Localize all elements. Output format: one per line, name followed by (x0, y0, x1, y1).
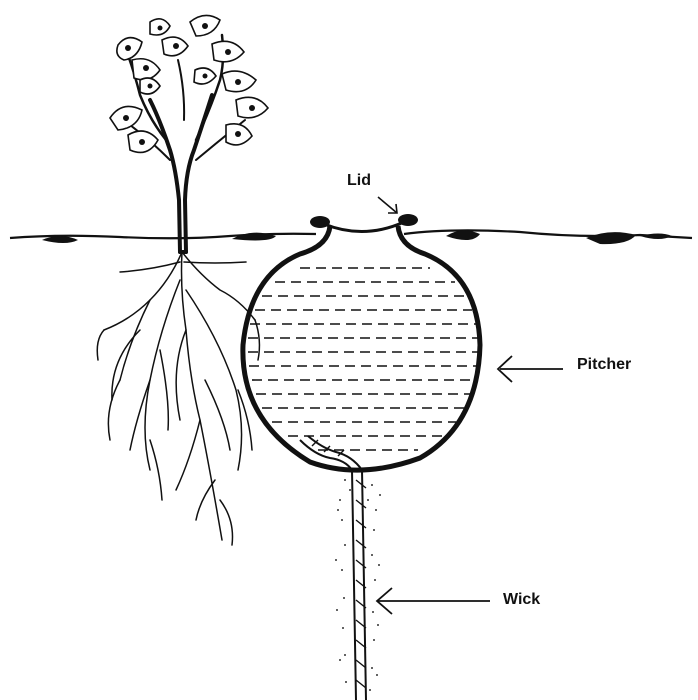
roots (97, 252, 259, 545)
plant (110, 15, 268, 252)
lid-label: Lid (347, 173, 371, 189)
wick-arrow (377, 588, 490, 614)
wick (300, 436, 366, 700)
pitcher-pot (243, 214, 480, 470)
ground-line (10, 230, 692, 244)
lid-arrow (378, 197, 397, 213)
lid (324, 222, 404, 232)
pitcher-arrow (498, 356, 563, 382)
water (248, 268, 478, 450)
pitcher-label: Pitcher (577, 357, 631, 373)
wick-label: Wick (503, 592, 540, 608)
moist-soil (335, 479, 381, 691)
